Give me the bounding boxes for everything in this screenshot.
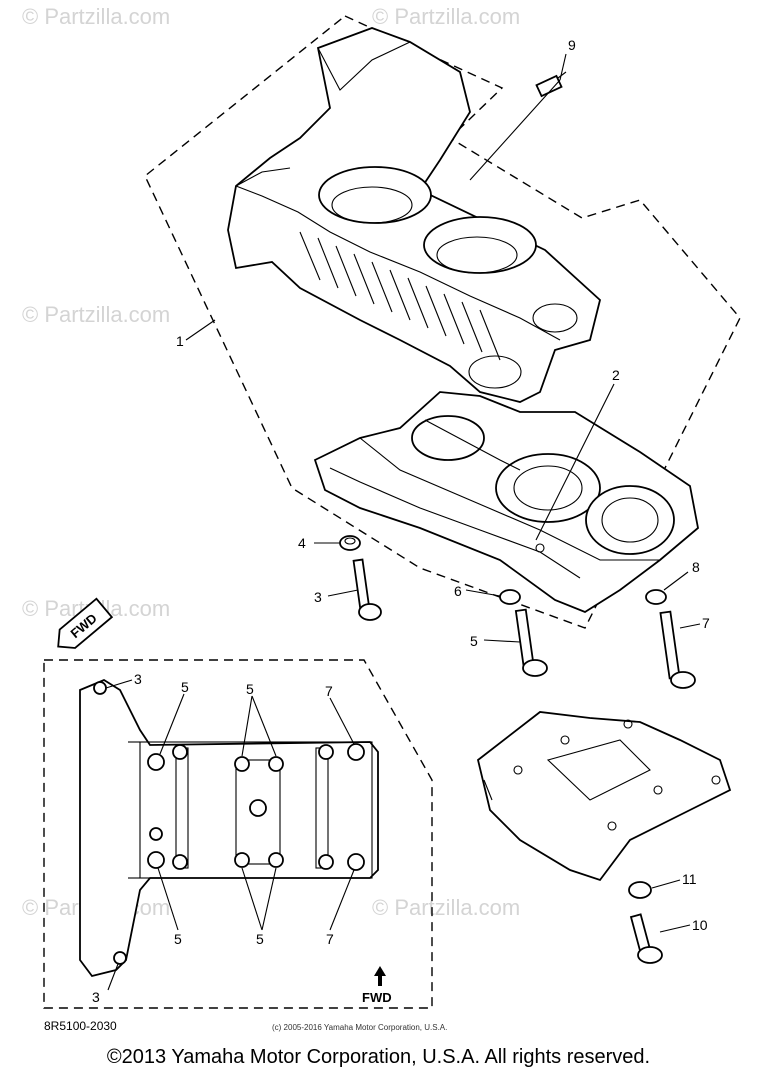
part-11-washer [628,881,652,899]
part-3-bolt [352,558,382,621]
part-7-bolt [659,610,696,689]
inset-callout-5-bottom-left: 5 [174,931,182,947]
callout-8: 8 [692,559,700,575]
callout-leaders [185,53,701,933]
inset-callout-7-top: 7 [325,683,333,699]
callout-9: 9 [568,37,576,53]
part-8-washer [645,589,667,605]
callout-7: 7 [702,615,710,631]
fwd-label-inset: FWD [362,990,392,1005]
part-6-washer [499,589,521,605]
watermark-text: © Partzilla.com [22,302,170,327]
callout-10: 10 [692,917,708,933]
fwd-arrow-inset: FWD [362,966,392,1005]
small-copyright: (c) 2005-2016 Yamaha Motor Corporation, … [272,1023,447,1032]
callout-6: 6 [454,583,462,599]
watermark-text: © Partzilla.com [22,4,170,29]
inset-callout-5-top-left: 5 [181,679,189,695]
inset-callout-3-bottom: 3 [92,989,100,1005]
cooling-fins [299,231,501,361]
part-5-bolt [514,608,548,677]
lower-crankcase [313,391,699,614]
copyright-notice: ©2013 Yamaha Motor Corporation, U.S.A. A… [106,1046,651,1068]
callout-4: 4 [298,535,306,551]
watermark-text: © Partzilla.com [372,895,520,920]
diagram-code: 8R5100-2030 [44,1019,117,1033]
mount-bracket [476,711,732,882]
callout-2: 2 [612,367,620,383]
bottom-view-inset [43,659,433,1009]
upper-crankcase [227,27,602,403]
watermark-text: © Partzilla.com [372,4,520,29]
callout-11: 11 [682,871,697,887]
callout-3: 3 [314,589,322,605]
part-10-bolt [629,913,663,964]
inset-callout-5-top-center: 5 [246,681,254,697]
assembly-boundary [144,15,741,629]
fwd-arrow-main: FWD [57,597,114,649]
inset-callout-7-bottom: 7 [326,931,334,947]
callout-5: 5 [470,633,478,649]
callout-1: 1 [176,333,184,349]
inset-leaders [105,679,355,991]
inset-callout-5-bottom-center: 5 [256,931,264,947]
inset-callout-3-top: 3 [134,671,142,687]
